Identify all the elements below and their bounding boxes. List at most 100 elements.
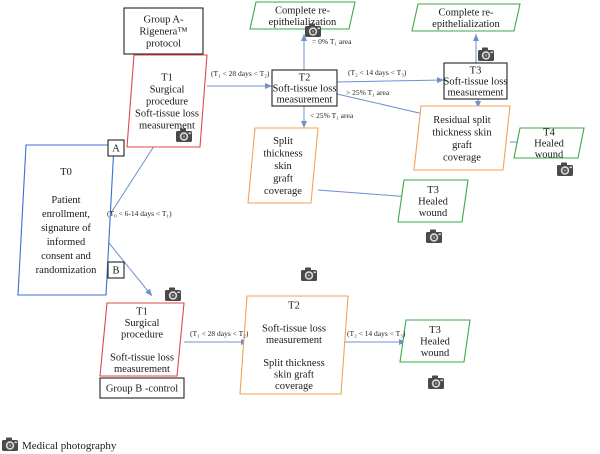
node-box [271, 69, 338, 107]
node-text-line: graft [452, 140, 472, 151]
camera-icon [2, 437, 18, 451]
node-box [126, 54, 208, 148]
node-text-line: informed [47, 237, 86, 248]
edge-label-t1-t2-a: (T₁ < 28 days < T₂) [211, 69, 270, 78]
node-box [411, 3, 521, 32]
node-text-line: procedure [146, 97, 188, 108]
camera-icon [428, 375, 444, 389]
node-text-line: Split thickness [263, 358, 325, 369]
node-text-line: Complete re- [438, 7, 494, 18]
node-text-line: Healed [420, 337, 450, 348]
node-text-line: T1 [136, 306, 148, 317]
node-text-line: Patient [51, 195, 80, 206]
node-text-line: enrollment, [42, 209, 90, 220]
edge-label-t2-lt25: < 25% T₁ area [310, 111, 354, 120]
node-text-line: Soft-tissue loss [110, 352, 174, 363]
edge-label-t2-t3-b: (T₂ < 14 days < T₃) [347, 329, 406, 338]
node-text-line: Soft-tissue loss [262, 323, 326, 334]
node-box [399, 319, 471, 363]
node-text-line: thickness [263, 149, 302, 160]
node-box [247, 127, 319, 204]
node-text-line: Group A- [144, 15, 184, 26]
node-label-a: A [107, 139, 125, 157]
node-text-line: T3 [470, 66, 482, 77]
edge-label-t2-t3-a: (T₂ < 14 days < T₃) [348, 68, 407, 77]
node-text-line: Soft-tissue loss [135, 109, 199, 120]
node-box [17, 144, 115, 296]
node-text-line: measurement [114, 364, 170, 375]
node-box [443, 62, 508, 100]
node-text-line: T2 [299, 73, 311, 84]
node-text-line: T0 [60, 167, 72, 178]
node-text-line: wound [421, 348, 450, 359]
node-text-line: Residual split [433, 115, 491, 126]
node-text-line: T3 [429, 325, 441, 336]
node-complete-reepi-1: Complete re-epithelialization [249, 1, 356, 30]
node-text-line: coverage [443, 152, 481, 163]
node-box [99, 302, 185, 377]
node-text-line: Healed [534, 139, 564, 150]
node-text-line: thickness skin [432, 127, 492, 138]
edge-t2a-t3a [336, 77, 445, 84]
node-text-line: wound [535, 150, 564, 161]
node-text-line: T2 [288, 300, 300, 311]
node-text-line: A [112, 144, 120, 155]
node-text-line: wound [419, 208, 448, 219]
node-text-line: T4 [543, 128, 555, 139]
camera-icon [301, 267, 317, 281]
edge-label-t0-t1: (T₀ < 6-14 days < T₁) [107, 209, 172, 218]
node-text-line: protocol [146, 39, 181, 50]
edge-labels: (T₀ < 6-14 days < T₁) (T₁ < 28 days < T₂)… [107, 37, 407, 338]
node-text-line: T3 [427, 185, 439, 196]
node-text-line: Complete re- [275, 5, 331, 16]
edge-label-t1-t2-b: (T₁ < 28 days < T₂) [190, 329, 249, 338]
node-text-line: Group B -control [106, 384, 178, 395]
legend-label: Medical photography [22, 440, 117, 452]
node-box [397, 179, 469, 223]
node-text-line: Surgical [150, 85, 185, 96]
edge-label-t2-gt25: > 25% T₁ area [346, 88, 390, 97]
node-text-line: measurement [266, 335, 322, 346]
node-box [107, 139, 125, 157]
node-text-line: procedure [121, 329, 163, 340]
node-text-line: signature of [41, 223, 91, 234]
node-text-line: measurement [277, 95, 333, 106]
node-text-line: skin graft [274, 369, 314, 380]
camera-icon [557, 162, 573, 176]
node-text-line: graft [273, 174, 293, 185]
node-box [413, 105, 511, 171]
node-box [513, 127, 585, 159]
node-text-line: Split [273, 136, 293, 147]
node-text-line: consent and [41, 251, 92, 262]
node-box [99, 377, 185, 399]
camera-icon [478, 47, 494, 61]
node-text-line: T1 [161, 73, 173, 84]
node-text-line: Rigenera™ [139, 27, 187, 38]
node-box [239, 295, 349, 395]
node-text-line: skin [274, 161, 292, 172]
node-text-line: epithelialization [269, 17, 337, 28]
node-group-b: Group B -control [99, 377, 185, 399]
node-label-b: B [107, 261, 125, 279]
node-text-line: coverage [275, 381, 313, 392]
legend: Medical photography [2, 437, 117, 452]
node-text-line: measurement [448, 88, 504, 99]
camera-icon [165, 287, 181, 301]
node-text-line: Soft-tissue loss [273, 84, 337, 95]
node-text-line: randomization [36, 265, 97, 276]
edge-t2a-residual [336, 93, 433, 118]
edge-split-t3healed [317, 189, 411, 200]
node-text-line: Soft-tissue loss [444, 77, 508, 88]
